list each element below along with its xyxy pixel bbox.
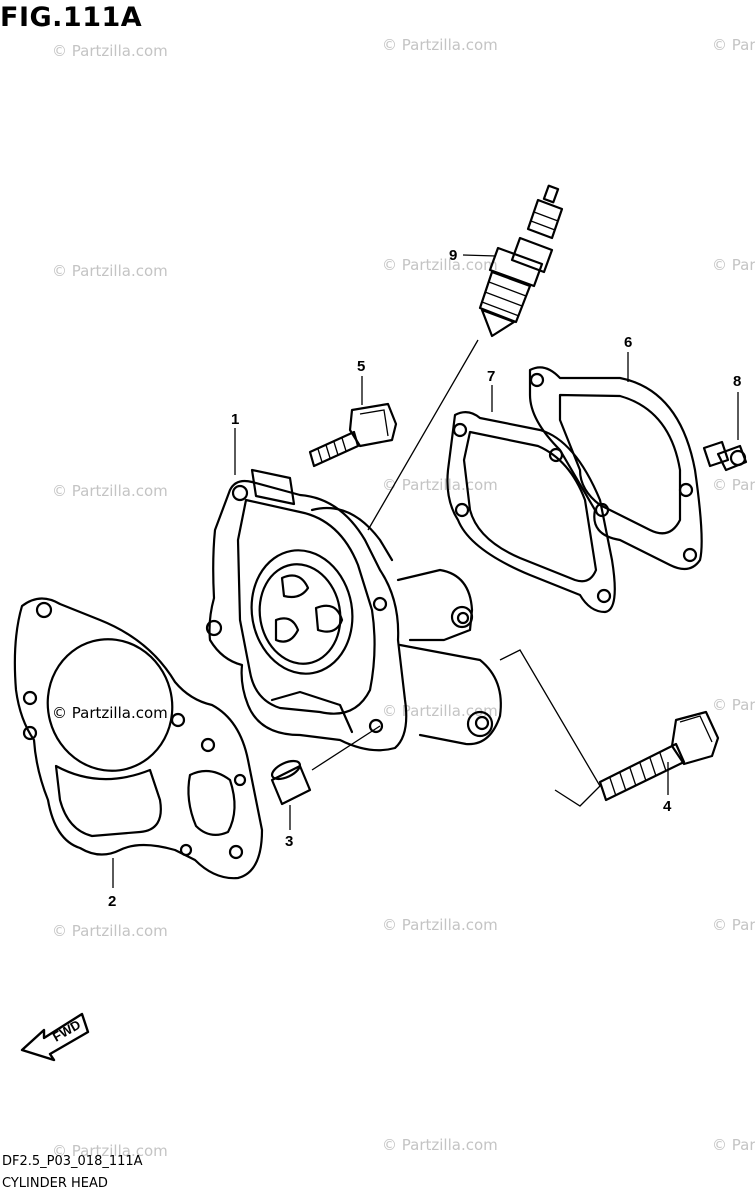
part-2-head-gasket	[13, 597, 264, 888]
watermark: © Partzilla.com	[52, 1142, 168, 1160]
watermark: © Partzilla.com	[52, 262, 168, 280]
watermark: © Partzilla.com	[52, 482, 168, 500]
diagram-name: CYLINDER HEAD	[2, 1176, 108, 1191]
watermark: © Partzilla.com	[382, 256, 498, 274]
watermark: © Partzilla.com	[712, 36, 755, 54]
callout-9: 9	[449, 247, 457, 264]
watermark: © Partzilla.com	[712, 696, 755, 714]
watermark: © Partzilla.com	[52, 922, 168, 940]
callout-6: 6	[624, 334, 632, 351]
part-3-dowel-pin	[270, 725, 381, 830]
watermark-dark: © Partzilla.com	[52, 704, 168, 722]
watermark: © Partzilla.com	[712, 916, 755, 934]
watermarks: © Partzilla.com © Partzilla.com © Partzi…	[52, 36, 755, 1160]
part-5-bolt	[308, 376, 398, 468]
callout-2: 2	[108, 893, 116, 910]
part-8-bolt	[702, 392, 748, 472]
figure-title: FIG.111A	[0, 2, 143, 33]
callout-3: 3	[285, 833, 293, 850]
callout-5: 5	[357, 358, 365, 375]
watermark: © Partzilla.com	[712, 476, 755, 494]
callout-1: 1	[231, 411, 239, 428]
diagram-code: DF2.5_P03_018_111A	[2, 1154, 143, 1169]
watermark: © Partzilla.com	[52, 42, 168, 60]
part-9-spark-plug	[462, 184, 564, 338]
forward-arrow-icon: FWD	[20, 1012, 90, 1062]
part-7-gasket	[446, 385, 616, 614]
watermark: © Partzilla.com	[382, 1136, 498, 1154]
callout-8: 8	[733, 373, 741, 390]
watermark: © Partzilla.com	[382, 476, 498, 494]
watermark: © Partzilla.com	[382, 702, 498, 720]
part-4-long-bolt	[499, 649, 720, 807]
callout-4: 4	[663, 798, 672, 815]
part-1-cylinder-head	[205, 339, 502, 752]
watermark: © Partzilla.com	[382, 36, 498, 54]
watermark: © Partzilla.com	[712, 256, 755, 274]
callout-7: 7	[487, 368, 495, 385]
watermark: © Partzilla.com	[712, 1136, 755, 1154]
watermark: © Partzilla.com	[382, 916, 498, 934]
